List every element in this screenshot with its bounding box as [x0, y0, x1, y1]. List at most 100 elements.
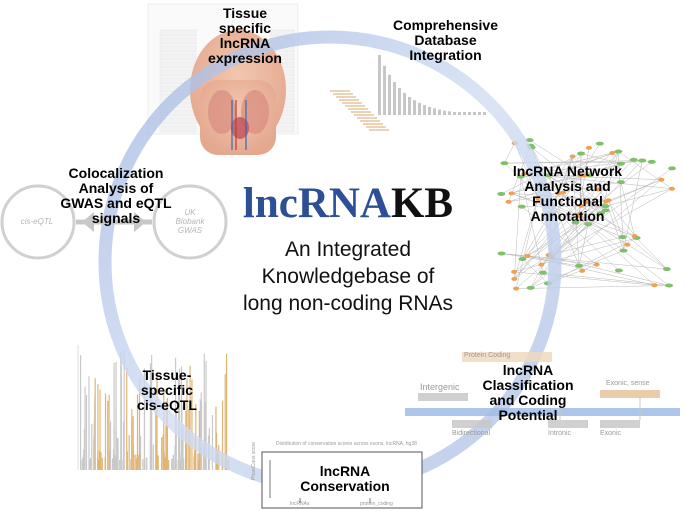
module-tissue-expression: Tissue specific lncRNA expression [190, 6, 300, 66]
network-node [538, 262, 545, 267]
database-mark [348, 108, 368, 110]
eqtl-manhattan-panel [77, 345, 230, 470]
network-edge [620, 182, 635, 237]
network-node [578, 203, 585, 208]
network-node [647, 159, 656, 164]
network-node [618, 235, 627, 240]
database-bar [413, 100, 416, 115]
network-edge [551, 256, 670, 286]
database-bar [433, 108, 436, 115]
venn-right-line: Biobank [175, 217, 205, 226]
network-edge [578, 224, 589, 266]
network-edge [520, 176, 544, 273]
module-label-line: lncRNA [219, 35, 271, 51]
network-node [517, 204, 526, 209]
module-label-line: Comprehensive [392, 17, 499, 33]
network-node [569, 154, 576, 159]
table-row [159, 69, 197, 77]
network-node [616, 180, 625, 185]
network-node [614, 149, 623, 154]
module-label-line: Functional [532, 193, 603, 209]
database-bar [443, 110, 446, 115]
network-edge [514, 151, 619, 280]
network-edge [514, 237, 637, 273]
network-edge [563, 152, 613, 193]
module-label-line: expression [208, 50, 282, 66]
network-node [624, 242, 631, 247]
network-edge [605, 188, 672, 207]
network-node [571, 220, 580, 225]
module-database: Comprehensive Database Integration [378, 18, 513, 63]
conservation-x-label: lncRNAs [290, 501, 310, 507]
network-edge [514, 176, 522, 279]
database-bar [463, 112, 466, 115]
network-node [579, 268, 586, 273]
database-mark [363, 123, 383, 125]
network-edge [524, 173, 539, 200]
conservation-plot-title: Distribution of conservation scores acro… [276, 441, 417, 447]
network-edge [504, 143, 515, 164]
network-node [524, 253, 531, 258]
network-edge [530, 250, 624, 289]
network-node [596, 211, 605, 216]
database-mark [339, 99, 359, 101]
module-label-line: Analysis of [78, 180, 154, 196]
network-edge [579, 174, 589, 225]
database-bar [378, 55, 381, 115]
network-edge [516, 285, 670, 289]
database-bar [393, 82, 396, 115]
network-node [616, 161, 625, 166]
human-body-figure [190, 30, 286, 155]
network-node [668, 166, 677, 171]
network-edge [588, 223, 670, 286]
network-node [585, 145, 592, 150]
network-edge [530, 254, 549, 288]
network-node [601, 204, 610, 209]
database-bar [383, 65, 386, 115]
database-bar [483, 112, 486, 115]
module-label-line: Colocalization [68, 165, 164, 181]
network-node [651, 283, 658, 288]
database-mark [366, 126, 386, 128]
network-edge [511, 193, 609, 201]
network-node [505, 199, 512, 204]
database-bar [423, 105, 426, 115]
network-edge [618, 151, 624, 251]
network-node [595, 187, 602, 192]
app-subtitle: An Integrated Knowledgebase of long non-… [210, 236, 486, 317]
database-mark [360, 120, 380, 122]
network-edge [575, 151, 619, 223]
network-node [668, 186, 675, 191]
network-node [555, 191, 562, 196]
database-mark [333, 93, 353, 95]
protein-coding-label: Protein Coding [464, 352, 511, 359]
database-mark [330, 90, 350, 92]
database-bar [468, 112, 471, 115]
network-edge [529, 139, 585, 176]
network-node [577, 151, 586, 156]
module-classification: lncRNA Classification and Coding Potenti… [468, 363, 588, 423]
network-node [577, 172, 584, 177]
module-network: lncRNA Network Analysis and Functional A… [500, 164, 635, 224]
database-bar [448, 111, 451, 115]
network-edge [547, 237, 637, 284]
module-label-line: specific [140, 382, 194, 398]
network-edge [558, 193, 606, 207]
network-node [619, 248, 628, 253]
network-node [521, 171, 528, 176]
network-edge [634, 235, 668, 270]
title-part-lncrna: lncRNA [242, 180, 391, 227]
network-node [516, 174, 525, 179]
network-edge [504, 162, 620, 271]
database-bar [458, 112, 461, 115]
network-node [662, 267, 671, 272]
database-bar [408, 96, 411, 115]
database-mark [354, 114, 374, 116]
network-edge [522, 163, 622, 260]
database-bar [478, 112, 481, 115]
network-edge [598, 189, 637, 239]
network-node [511, 276, 518, 281]
network-node [508, 191, 515, 196]
